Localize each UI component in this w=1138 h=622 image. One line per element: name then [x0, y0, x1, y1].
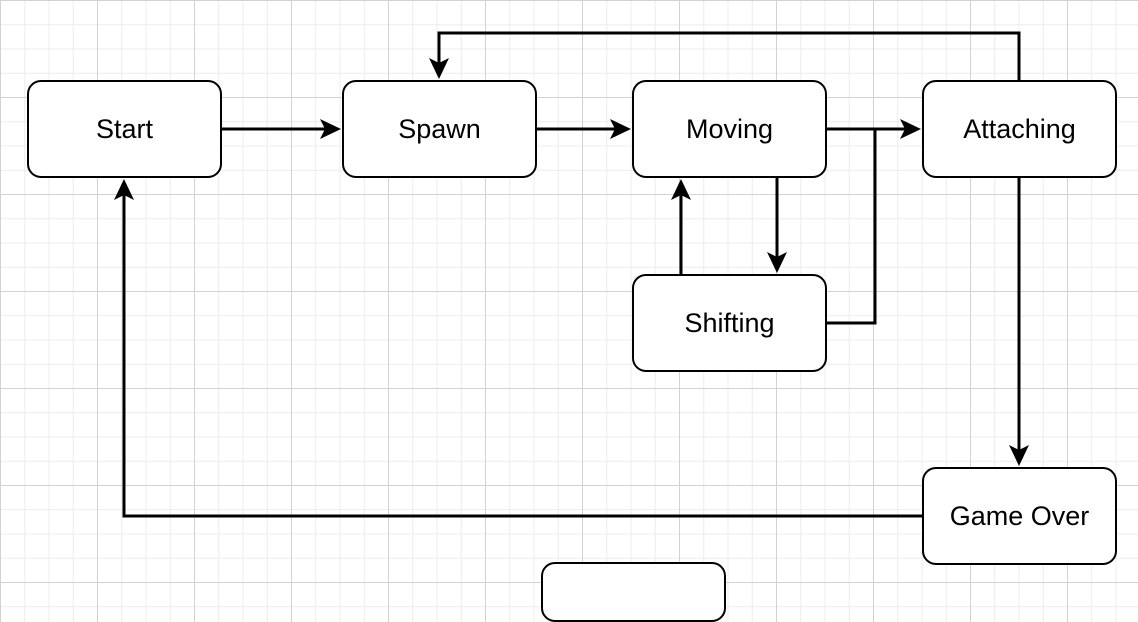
edge-moving-to-shifting	[767, 178, 787, 273]
edge-spawn-to-moving	[537, 119, 631, 139]
state-shifting[interactable]: Shifting	[632, 274, 827, 372]
edge-attaching-to-spawn	[429, 31, 1021, 80]
state-moving-label: Moving	[685, 113, 774, 144]
state-attaching[interactable]: Attaching	[922, 80, 1117, 178]
edge-shifting-to-moving	[671, 179, 691, 274]
state-spawn[interactable]: Spawn	[342, 80, 537, 178]
state-game-over-label: Game Over	[949, 500, 1090, 531]
state-start[interactable]: Start	[27, 80, 222, 178]
edges-layer	[114, 31, 1029, 518]
state-moving[interactable]: Moving	[632, 80, 827, 178]
edge-moving-to-attaching	[827, 119, 921, 139]
state-spawn-label: Spawn	[398, 113, 481, 144]
state-shifting-label: Shifting	[684, 307, 775, 338]
state-attaching-label: Attaching	[963, 113, 1076, 144]
state-game-over[interactable]: Game Over	[922, 467, 1117, 565]
state-partial-offscreen[interactable]	[541, 562, 726, 622]
diagram-canvas: Start Spawn Moving Attaching Shifting Ga…	[27, 31, 1117, 622]
state-start-label: Start	[95, 113, 154, 144]
edge-shifting-to-attaching	[827, 129, 877, 325]
edge-start-to-spawn	[222, 119, 341, 139]
edge-attaching-to-gameover	[1009, 178, 1029, 466]
edge-gameover-to-start	[114, 179, 922, 518]
